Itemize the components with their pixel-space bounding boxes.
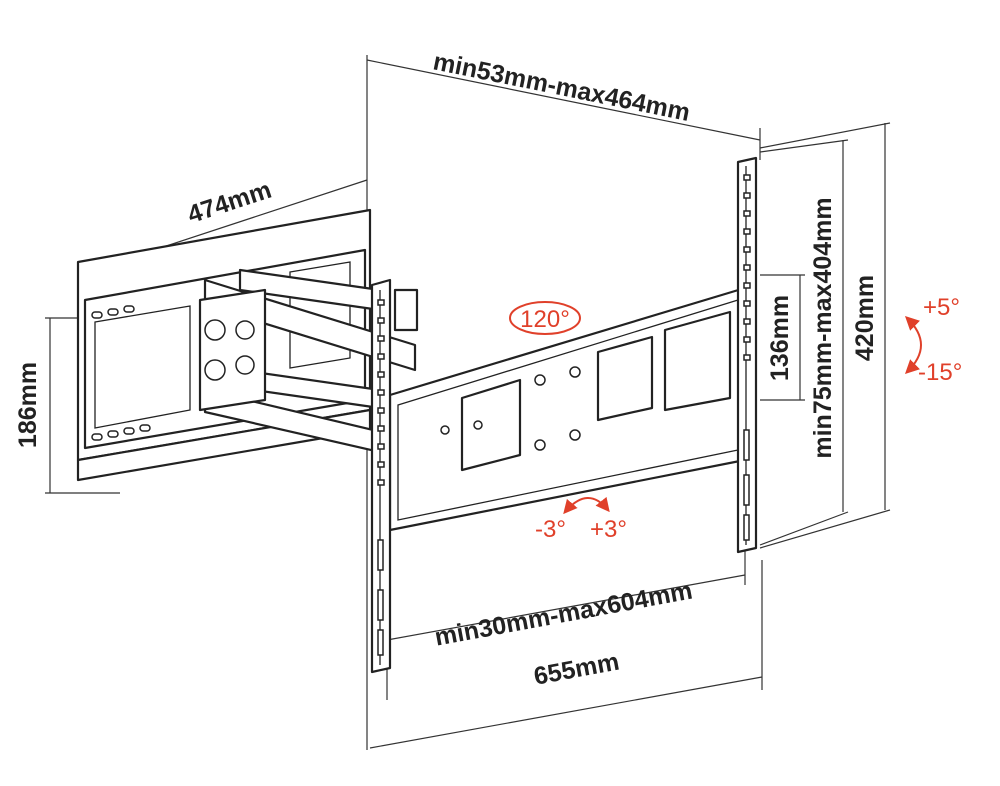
swing-arms bbox=[198, 268, 419, 462]
label-vertical-inner: 136mm bbox=[766, 295, 794, 381]
label-level-plus: +3° bbox=[590, 516, 627, 543]
right-bracket-slots bbox=[743, 174, 751, 541]
label-tilt-up: +5° bbox=[923, 294, 960, 321]
swivel-arc-icon bbox=[509, 301, 581, 335]
level-annotation: -3° +3° bbox=[535, 496, 627, 543]
label-plate-height: 186mm bbox=[14, 362, 42, 448]
left-vertical-bracket bbox=[370, 278, 392, 674]
dimension-lines bbox=[45, 55, 891, 750]
swivel-annotation: 120° bbox=[509, 301, 581, 335]
tv-crossbar bbox=[388, 286, 747, 532]
label-vertical-range: min75mm-max404mm bbox=[809, 197, 837, 458]
right-vertical-bracket bbox=[736, 156, 758, 554]
label-level-minus: -3° bbox=[535, 516, 566, 543]
label-tilt-down: -15° bbox=[918, 359, 962, 386]
level-arc-icon bbox=[563, 496, 610, 515]
label-horizontal-range: min30mm-max604mm bbox=[433, 577, 695, 652]
label-bracket-width: 655mm bbox=[532, 648, 622, 691]
label-bracket-height: 420mm bbox=[851, 275, 879, 361]
label-wall-depth: min53mm-max464mm bbox=[431, 47, 693, 127]
label-arm-length: 474mm bbox=[184, 176, 275, 229]
tilt-arc-icon bbox=[904, 316, 922, 374]
left-bracket-slots bbox=[377, 299, 385, 656]
label-swivel: 120° bbox=[520, 306, 570, 333]
tilt-annotation: +5° -15° bbox=[904, 294, 962, 386]
